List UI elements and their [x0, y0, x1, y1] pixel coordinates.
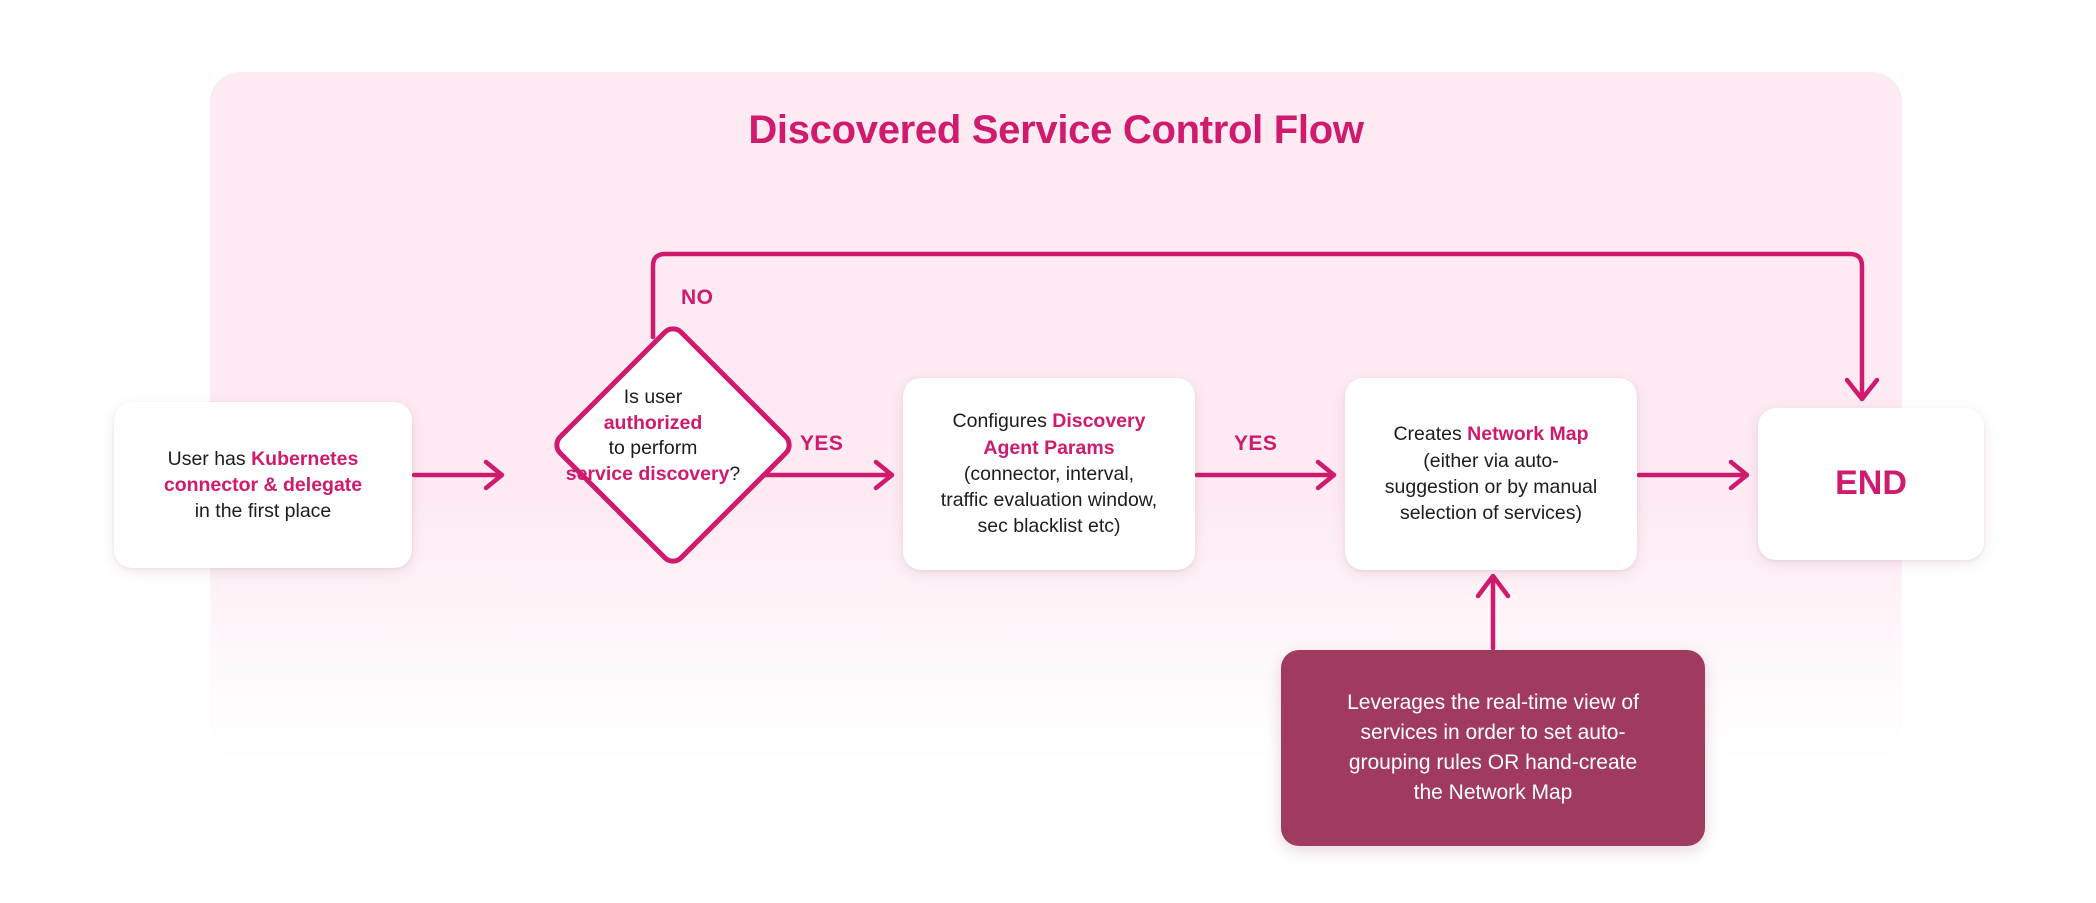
params-line5: sec blacklist etc) — [977, 515, 1121, 538]
decision-line2-highlight: authorized — [603, 411, 703, 434]
edge-label-yes-1: YES — [800, 432, 844, 455]
note-box[interactable]: Leverages the real-time view of services… — [1281, 650, 1705, 846]
note-line1: Leverages the real-time view of — [1347, 691, 1639, 715]
params-line1-plain: Configures — [952, 410, 1053, 433]
map-line1-plain: Creates — [1393, 423, 1468, 446]
decision-diamond[interactable]: Is user authorized to perform service di… — [548, 320, 798, 570]
decision-line1: Is user — [623, 386, 683, 408]
end-label: END — [1835, 464, 1907, 503]
page-title: Discovered Service Control Flow — [748, 108, 1364, 152]
decision-line3: to perform — [608, 437, 698, 460]
edge-label-no: NO — [681, 286, 714, 309]
note-line3: grouping rules OR hand-create — [1348, 751, 1638, 774]
decision-line4-highlight: service discovery — [565, 463, 730, 486]
end-box[interactable]: END — [1758, 408, 1984, 560]
params-line2-highlight: Agent Params — [983, 436, 1115, 459]
configure-params-box[interactable]: Configures Discovery Agent Params (conne… — [903, 378, 1195, 570]
start-line1-highlight: Kubernetes — [251, 447, 359, 470]
map-line2: (either via auto- — [1423, 449, 1559, 472]
note-line4: the Network Map — [1413, 780, 1573, 804]
map-line3: suggestion or by manual — [1384, 476, 1598, 498]
map-line1-highlight: Network Map — [1467, 423, 1589, 446]
params-line3: (connector, interval, — [963, 462, 1135, 485]
diamond-text: Is user authorized to perform service di… — [507, 385, 799, 488]
params-line1-highlight: Discovery — [1052, 410, 1146, 433]
map-line4: selection of services) — [1399, 502, 1583, 525]
start-line1-plain: User has — [167, 447, 252, 470]
params-line4: traffic evaluation window, — [940, 489, 1158, 512]
start-box[interactable]: User has Kubernetes connector & delegate… — [114, 402, 412, 568]
start-line2-highlight: connector & delegate — [163, 473, 363, 496]
note-line2: services in order to set auto- — [1360, 721, 1626, 745]
edge-label-yes-2: YES — [1234, 432, 1278, 455]
start-line3: in the first place — [194, 500, 332, 523]
decision-line4-tail: ? — [729, 463, 741, 486]
create-network-map-box[interactable]: Creates Network Map (either via auto- su… — [1345, 378, 1637, 570]
